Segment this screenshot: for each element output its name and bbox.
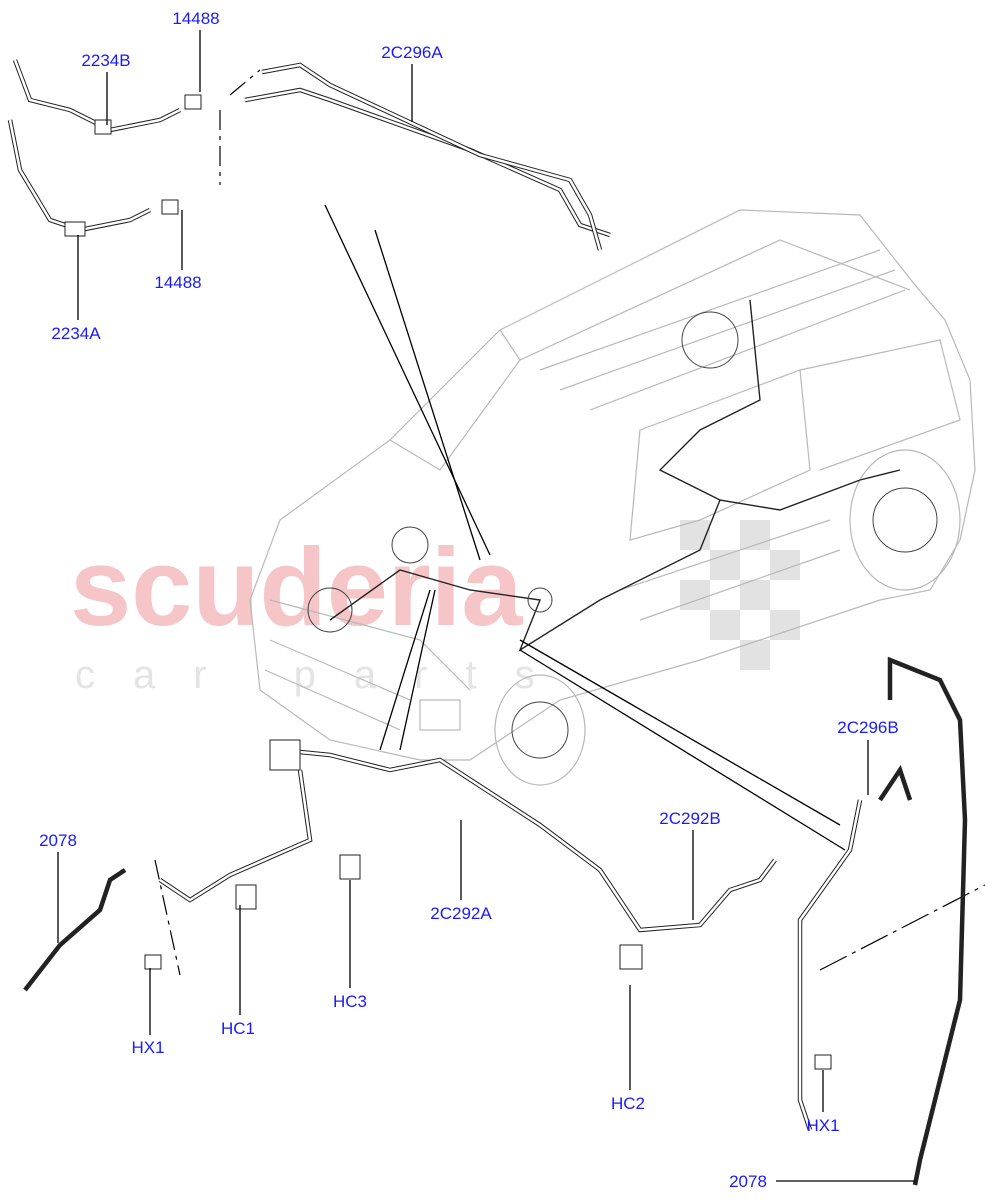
- brake-pipes-top: [7, 59, 611, 251]
- callout-HC2[interactable]: HC2: [611, 1094, 645, 1113]
- leader-lines: [57, 30, 915, 1182]
- callout-HX1-left[interactable]: HX1: [131, 1038, 164, 1057]
- callout-2234A[interactable]: 2234A: [51, 324, 101, 343]
- callout-14488-lower[interactable]: 14488: [154, 273, 201, 292]
- callout-2C296B[interactable]: 2C296B: [837, 718, 898, 737]
- callout-HC3[interactable]: HC3: [333, 992, 367, 1011]
- checker-flag-icon: [680, 520, 800, 670]
- brake-pipes-bottom: [23, 656, 968, 1186]
- callout-14488-top[interactable]: 14488: [172, 9, 219, 28]
- callout-HC1[interactable]: HC1: [221, 1019, 255, 1038]
- callout-2C292B[interactable]: 2C292B: [659, 809, 720, 828]
- callout-labels: 14488 2234B 2C296A 14488 2234A 2C296B 20…: [39, 9, 899, 1191]
- watermark-subtext: car parts: [75, 653, 573, 697]
- callout-2078-left[interactable]: 2078: [39, 831, 77, 850]
- vehicle-brake-lines: [307, 299, 938, 759]
- callout-2C292A[interactable]: 2C292A: [430, 904, 492, 923]
- callout-2078-bottom[interactable]: 2078: [729, 1172, 767, 1191]
- reference-lines: [154, 69, 985, 976]
- callout-2C296A[interactable]: 2C296A: [381, 43, 443, 62]
- vehicle-outline: [249, 209, 976, 786]
- callout-2234B[interactable]: 2234B: [81, 51, 130, 70]
- watermark: scuderia car parts: [70, 520, 800, 697]
- callout-HX1-right[interactable]: HX1: [806, 1116, 839, 1135]
- watermark-text: scuderia: [70, 526, 523, 649]
